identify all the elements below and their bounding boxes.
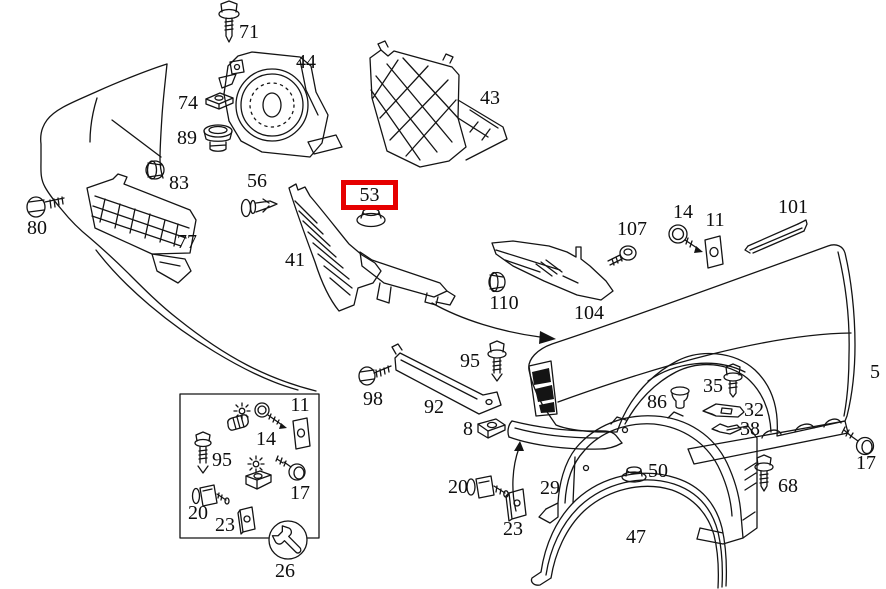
fan-shroud-44 <box>218 51 343 158</box>
part-label-110[interactable]: 110 <box>489 292 519 314</box>
part-label-17[interactable]: 17 <box>856 452 876 474</box>
direction-arrow <box>431 302 556 344</box>
part-label-77[interactable]: 77 <box>177 231 197 253</box>
bolt-35 <box>723 363 743 398</box>
part-label-35[interactable]: 35 <box>703 375 723 397</box>
part-label-47[interactable]: 47 <box>626 526 646 548</box>
part-label-20[interactable]: 20 <box>448 476 468 498</box>
part-label-95[interactable]: 95 <box>460 350 480 372</box>
box-clip <box>245 470 272 490</box>
screw-14-inset <box>254 402 287 429</box>
bolt-68 <box>754 454 774 492</box>
inset-label-95[interactable]: 95 <box>212 449 232 471</box>
air-duct-104 <box>491 240 614 301</box>
clip-32 <box>702 403 745 418</box>
screw-17-inset <box>275 455 306 481</box>
part-label-14[interactable]: 14 <box>673 201 693 223</box>
part-label-92[interactable]: 92 <box>424 396 444 418</box>
inset-label-14[interactable]: 14 <box>256 428 276 450</box>
plate-11 <box>704 235 724 269</box>
star-icon-2 <box>247 455 265 473</box>
grille-panel-77 <box>86 173 197 284</box>
part-label-29[interactable]: 29 <box>540 477 560 499</box>
part-label-107[interactable]: 107 <box>617 218 647 240</box>
clip-38 <box>711 423 742 435</box>
part-label-43[interactable]: 43 <box>480 87 500 109</box>
inset-label-20[interactable]: 20 <box>188 502 208 524</box>
trim-strip-101 <box>744 219 808 254</box>
inset-parts-box <box>179 393 320 560</box>
car-front-corner-outline <box>40 63 317 392</box>
part-label-53-highlighted[interactable]: 53 <box>359 184 380 206</box>
bolt-95-inset <box>194 431 212 474</box>
clip-23-inset <box>237 506 256 535</box>
nut-53 <box>356 207 386 228</box>
part-label-38[interactable]: 38 <box>740 418 760 440</box>
part-label-23[interactable]: 23 <box>503 518 523 540</box>
screw-107 <box>607 245 637 266</box>
bolt-80 <box>26 196 65 218</box>
inset-label-11[interactable]: 11 <box>290 394 310 416</box>
bolt-95 <box>487 340 507 382</box>
inset-label-23[interactable]: 23 <box>215 514 235 536</box>
plate-11-inset <box>292 417 311 450</box>
part-label-98[interactable]: 98 <box>363 388 383 410</box>
part-label-104[interactable]: 104 <box>574 302 604 324</box>
part-label-8[interactable]: 8 <box>463 418 473 440</box>
part-label-80[interactable]: 80 <box>27 217 47 239</box>
arch-trim-47 <box>530 472 728 589</box>
part-label-11[interactable]: 11 <box>705 209 725 231</box>
vent-panel-41 <box>288 183 456 312</box>
bolt-71 <box>218 0 240 43</box>
wheel-arch-liner-29 <box>538 411 758 545</box>
clip-nut-8 <box>477 418 506 439</box>
part-label-44[interactable]: 44 <box>296 51 316 73</box>
grommet-83 <box>145 160 165 180</box>
inset-label-17[interactable]: 17 <box>290 482 310 504</box>
bumper-corner-piece <box>507 420 623 450</box>
grid-panel-43 <box>369 40 508 168</box>
wrench-icon <box>268 520 308 560</box>
grommet-89 <box>203 124 233 152</box>
part-label-41[interactable]: 41 <box>285 249 305 271</box>
screw-fitting-20 <box>466 475 509 499</box>
grommet-86 <box>670 386 690 409</box>
threaded-insert <box>227 414 249 431</box>
part-label-89[interactable]: 89 <box>177 127 197 149</box>
screw-fitting-20-inset <box>191 484 230 507</box>
grommet-110 <box>488 271 506 293</box>
impact-strip-92 <box>391 343 502 415</box>
part-label-68[interactable]: 68 <box>778 475 798 497</box>
part-label-86[interactable]: 86 <box>647 391 667 413</box>
screw-14 <box>668 224 703 253</box>
part-label-32[interactable]: 32 <box>744 399 764 421</box>
clip-23 <box>505 488 527 522</box>
part-label-83[interactable]: 83 <box>169 172 189 194</box>
fender-panel-5 <box>528 244 856 465</box>
clip-nut-74 <box>205 92 234 110</box>
part-label-71[interactable]: 71 <box>239 21 259 43</box>
push-clip-56 <box>240 198 278 218</box>
inset-label-26[interactable]: 26 <box>275 560 295 582</box>
part-label-101[interactable]: 101 <box>778 196 808 218</box>
part-label-74[interactable]: 74 <box>178 92 198 114</box>
bolt-98 <box>358 365 392 386</box>
part-label-5[interactable]: 5 <box>870 361 880 383</box>
part-label-50[interactable]: 50 <box>648 460 668 482</box>
nut-50 <box>621 466 647 483</box>
highlight-box: 53 <box>341 180 398 210</box>
screw-17 <box>841 426 875 456</box>
part-label-56[interactable]: 56 <box>247 170 267 192</box>
